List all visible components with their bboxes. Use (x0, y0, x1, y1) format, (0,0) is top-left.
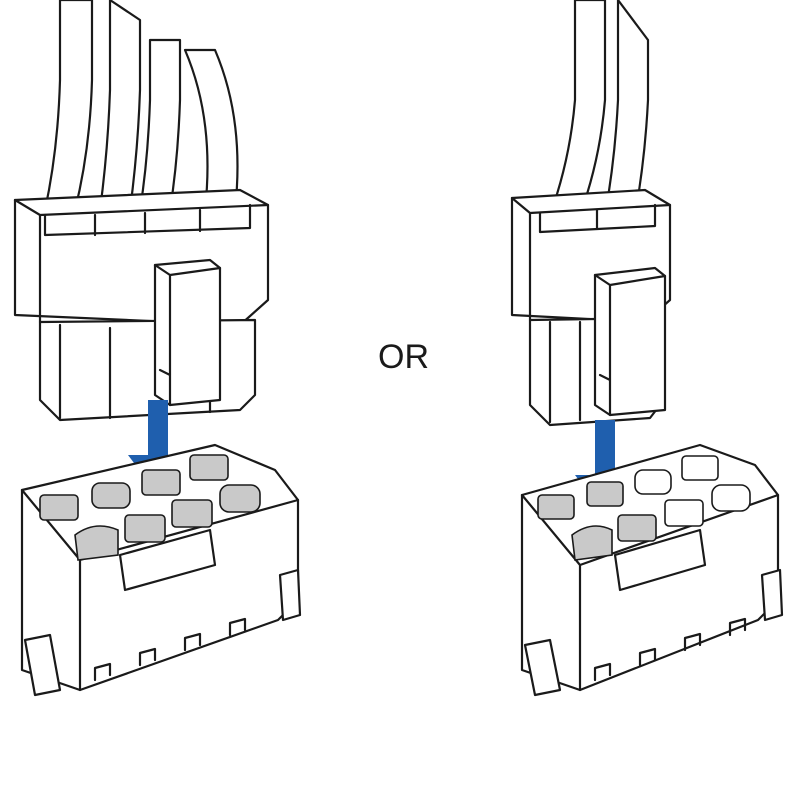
right-8pin-socket (520, 443, 784, 697)
left-pins (39, 454, 261, 561)
right-pins (537, 455, 751, 561)
right-4pin-plug (510, 188, 672, 427)
left-cables (43, 0, 239, 212)
left-8pin-plug (13, 188, 270, 422)
left-8pin-socket (20, 443, 302, 697)
right-cables (548, 0, 650, 217)
or-separator-label: OR (378, 338, 429, 376)
